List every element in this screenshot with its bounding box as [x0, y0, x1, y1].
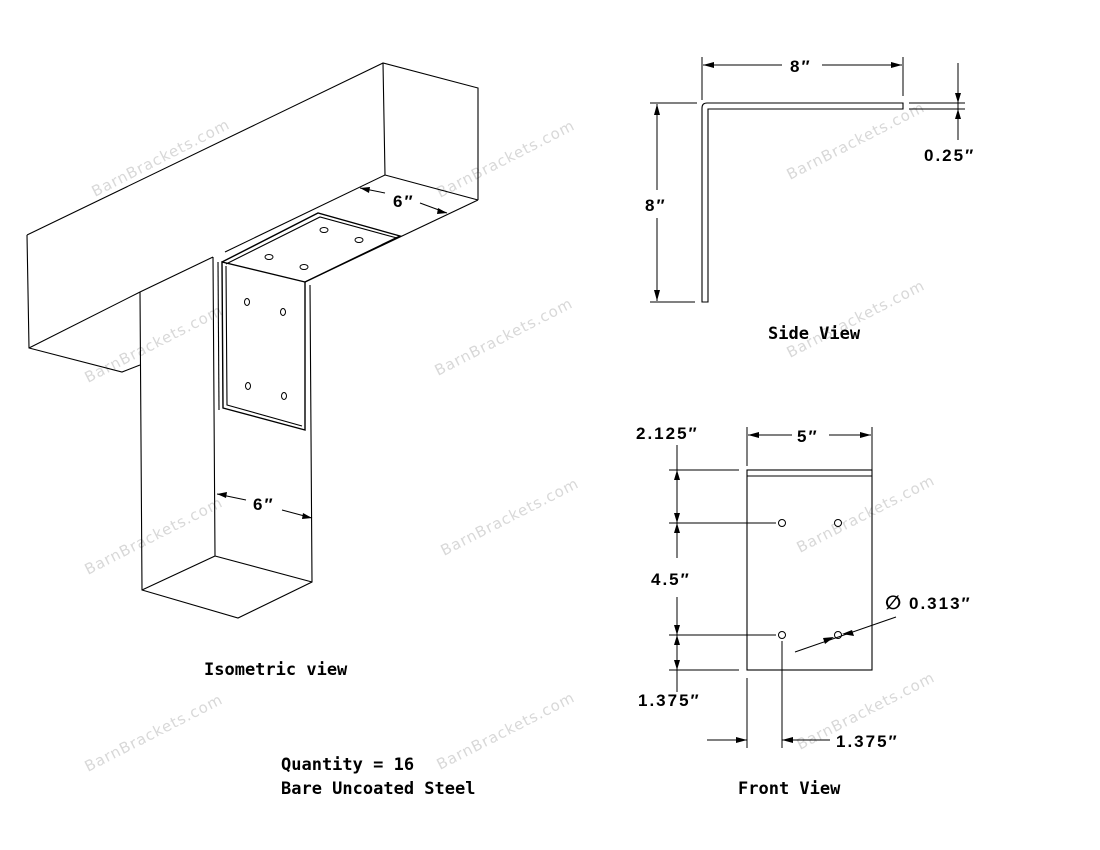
- post-outline: [139, 284, 313, 619]
- watermark: BarnBrackets.com: [434, 688, 578, 773]
- arrow-icon: [955, 93, 961, 103]
- beam-bottom-edge: [26, 234, 141, 373]
- side-height-label: 8″: [645, 196, 667, 215]
- arrow-icon: [891, 62, 902, 68]
- arrow-icon: [674, 625, 680, 635]
- watermark: BarnBrackets.com: [82, 690, 226, 775]
- side-width-label: 8″: [790, 57, 812, 76]
- front-width-label: 5″: [797, 427, 819, 446]
- arrow-icon: [437, 208, 447, 214]
- watermark: BarnBrackets.com: [438, 474, 582, 559]
- arrow-icon: [703, 62, 714, 68]
- arrow-icon: [674, 513, 680, 523]
- arrow-icon: [736, 737, 747, 743]
- beam-top-edge: [26, 62, 479, 236]
- arrow-icon: [674, 470, 680, 480]
- arrow-icon: [674, 523, 680, 533]
- bracket-vertical-flange: [221, 261, 306, 431]
- watermark: BarnBrackets.com: [434, 116, 578, 201]
- watermark: BarnBrackets.com: [89, 115, 233, 200]
- front-view-title: Front View: [738, 779, 841, 799]
- arrow-icon: [860, 432, 871, 438]
- bracket-top-flange-inner: [225, 216, 398, 265]
- arrow-icon: [217, 492, 227, 498]
- bracket-thickness-edge: [217, 261, 220, 411]
- hole-icon: [319, 227, 329, 233]
- front-bottom-offset-label: 1.375″: [638, 691, 701, 710]
- bracket-top-flange: [221, 212, 402, 283]
- side-view-title: Side View: [768, 324, 861, 344]
- hole-icon: [244, 298, 250, 306]
- hole-icon: [280, 308, 286, 316]
- beam-bracket-seat-edge: [224, 174, 386, 253]
- front-view: 5″ 2.125″ 4.5″ 1.375″ 1.375″ ∅ 0.313″ Fr…: [636, 424, 972, 799]
- hole-icon: [778, 631, 786, 639]
- post-bottom-edge: [214, 555, 313, 583]
- arrow-icon: [955, 109, 961, 119]
- quantity-note: Quantity = 16: [281, 755, 414, 775]
- arrow-icon: [654, 290, 660, 301]
- iso-post-dim-label: 6″: [253, 495, 275, 514]
- notes: Quantity = 16 Bare Uncoated Steel: [281, 755, 475, 799]
- isometric-view-title: Isometric view: [204, 660, 348, 680]
- arrow-icon: [782, 737, 793, 743]
- arrow-icon: [748, 432, 759, 438]
- arrow-icon: [674, 660, 680, 670]
- watermark: BarnBrackets.com: [794, 471, 938, 556]
- side-thickness-label: 0.25″: [924, 146, 975, 165]
- hole-icon: [354, 237, 364, 243]
- arrow-icon: [674, 635, 680, 645]
- side-view: 8″ 8″ 0.25″ Side View: [645, 57, 975, 344]
- watermark: BarnBrackets.com: [784, 98, 928, 183]
- diameter-symbol-icon: ∅: [885, 593, 903, 614]
- arrow-icon: [654, 104, 660, 115]
- watermark: BarnBrackets.com: [82, 301, 226, 386]
- arrow-icon: [302, 513, 312, 519]
- hole-icon: [299, 264, 309, 270]
- material-note: Bare Uncoated Steel: [281, 779, 475, 799]
- hole-icon: [245, 382, 251, 390]
- front-hole-diameter-label: 0.313″: [909, 594, 972, 613]
- hole-icon: [778, 519, 786, 527]
- watermark: BarnBrackets.com: [432, 294, 576, 379]
- hole-icon: [834, 519, 842, 527]
- arrow-icon: [360, 187, 370, 193]
- bracket-plate: [746, 469, 873, 671]
- watermark: BarnBrackets.com: [784, 276, 928, 361]
- iso-top-dim-label: 6″: [393, 192, 415, 211]
- arrow-icon: [823, 637, 834, 644]
- front-top-offset-label: 2.125″: [636, 424, 699, 443]
- front-hole-spacing-label: 4.5″: [651, 570, 691, 589]
- isometric-view: 6″ 6″ Isometric view: [26, 62, 479, 680]
- watermark: BarnBrackets.com: [82, 493, 226, 578]
- arrow-icon: [842, 630, 854, 636]
- hole-icon: [281, 392, 287, 400]
- front-side-offset-label: 1.375″: [836, 732, 899, 751]
- angle-profile: [701, 102, 904, 303]
- hole-icon: [264, 254, 274, 260]
- bracket-vertical-flange-inner: [225, 265, 303, 427]
